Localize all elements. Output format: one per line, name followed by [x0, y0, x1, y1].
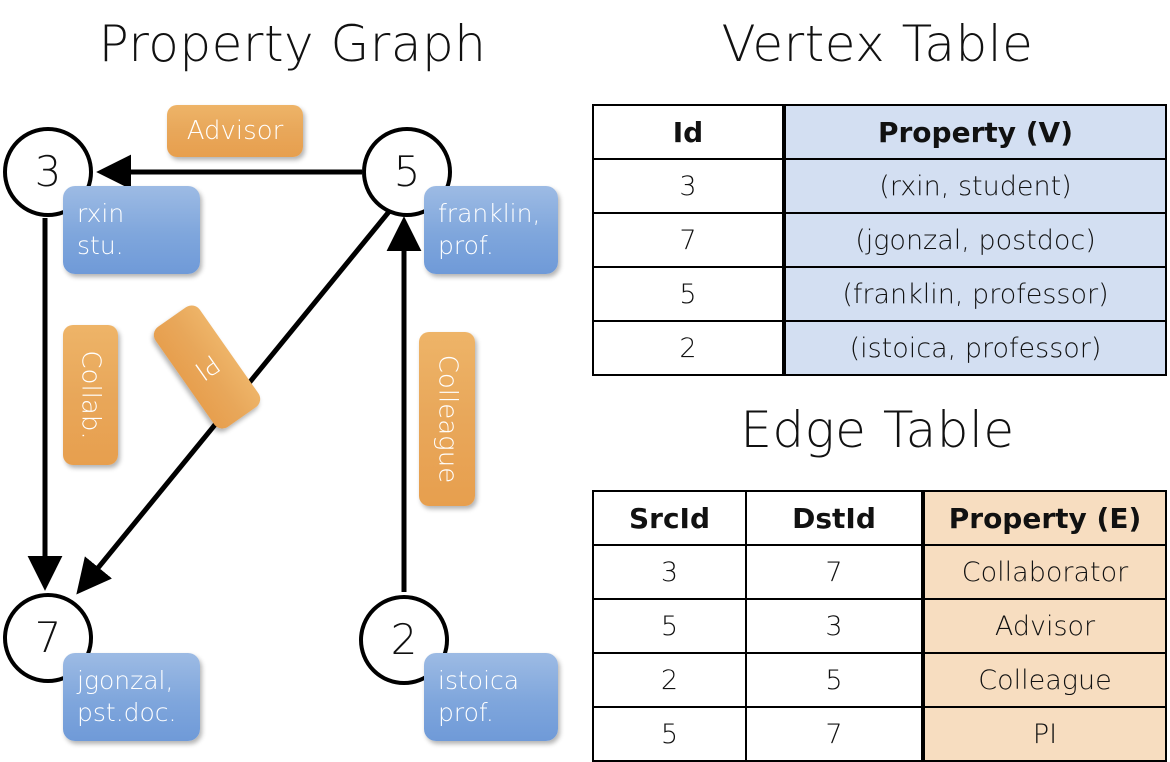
edge-table-row[interactable]: 2 5 Colleague [592, 652, 1167, 708]
edge-row-1-dst: 3 [745, 598, 924, 654]
edge-row-3-property: PI [921, 706, 1167, 762]
edge-table-row[interactable]: 5 3 Advisor [592, 598, 1167, 654]
edge-row-1-property: Advisor [921, 598, 1167, 654]
vertex-table-header-row: Id Property (V) [592, 104, 1167, 160]
edge-table-header-row: SrcId DstId Property (E) [592, 490, 1167, 546]
graph-node-5-label: 5 [393, 147, 421, 196]
vertex-table-row[interactable]: 2 (istoica, professor) [592, 320, 1167, 376]
edge-table-col-property: Property (E) [921, 490, 1167, 546]
edge-table-row[interactable]: 5 7 PI [592, 706, 1167, 762]
graph-node-3-label: 3 [34, 147, 62, 196]
vertex-property-box-2: istoica prof. [424, 653, 558, 741]
graph-node-2-label: 2 [390, 615, 418, 664]
edge-label-advisor: Advisor [167, 105, 303, 157]
edge-row-0-src: 3 [592, 544, 747, 600]
vertex-property-box-3-line2: stu. [77, 231, 124, 260]
vertex-table: Id Property (V) 3 (rxin, student) 7 (jgo… [592, 104, 1167, 376]
vertex-row-2-property: (franklin, professor) [782, 266, 1167, 322]
edge-table: SrcId DstId Property (E) 3 7 Collaborato… [592, 490, 1167, 762]
edge-table-col-srcid: SrcId [592, 490, 747, 546]
graph-node-7-label: 7 [34, 613, 62, 662]
vertex-property-box-5-line2: prof. [438, 231, 494, 260]
page-title-property-graph: Property Graph [98, 15, 487, 73]
edge-row-2-dst: 5 [745, 652, 924, 708]
vertex-row-3-id: 2 [592, 320, 785, 376]
vertex-property-box-2-line2: prof. [438, 698, 494, 727]
edge-table-row[interactable]: 3 7 Collaborator [592, 544, 1167, 600]
vertex-table-col-property: Property (V) [782, 104, 1167, 160]
vertex-row-0-property: (rxin, student) [782, 158, 1167, 214]
edge-table-col-dstid: DstId [745, 490, 924, 546]
vertex-row-1-id: 7 [592, 212, 785, 268]
vertex-property-box-3-line1: rxin [77, 199, 125, 228]
edge-row-3-src: 5 [592, 706, 747, 762]
vertex-table-row[interactable]: 3 (rxin, student) [592, 158, 1167, 214]
vertex-row-0-id: 3 [592, 158, 785, 214]
page-title-vertex-table: Vertex Table [721, 15, 1034, 73]
edge-row-3-dst: 7 [745, 706, 924, 762]
vertex-row-2-id: 5 [592, 266, 785, 322]
vertex-property-box-7-line2: pst.doc. [77, 698, 177, 727]
vertex-property-box-7-line1: jgonzal, [77, 666, 174, 695]
vertex-property-box-5-line1: franklin, [438, 199, 541, 228]
edge-row-0-dst: 7 [745, 544, 924, 600]
graph-node-5[interactable]: 5 [362, 127, 452, 217]
vertex-property-box-5: franklin, prof. [424, 186, 558, 274]
edge-row-0-property: Collaborator [921, 544, 1167, 600]
vertex-property-box-3: rxin stu. [63, 186, 200, 274]
edge-label-advisor-text: Advisor [186, 116, 284, 146]
edge-row-2-src: 2 [592, 652, 747, 708]
edge-label-collab: Collab. [63, 325, 118, 465]
edge-label-colleague-text: Colleague [432, 354, 463, 484]
edge-label-colleague: Colleague [419, 332, 475, 506]
page-title-edge-table: Edge Table [740, 401, 1015, 459]
edge-label-collab-text: Collab. [75, 350, 106, 440]
property-graph-diagram: 3 5 7 2 rxin stu. franklin, prof. jgonza… [0, 0, 585, 760]
edge-row-2-property: Colleague [921, 652, 1167, 708]
vertex-property-box-7: jgonzal, pst.doc. [63, 653, 200, 741]
edge-row-1-src: 5 [592, 598, 747, 654]
vertex-row-1-property: (jgonzal, postdoc) [782, 212, 1167, 268]
edge-label-pi-text: PI [188, 348, 226, 386]
vertex-table-col-id: Id [592, 104, 785, 160]
vertex-table-row[interactable]: 7 (jgonzal, postdoc) [592, 212, 1167, 268]
vertex-table-row[interactable]: 5 (franklin, professor) [592, 266, 1167, 322]
vertex-property-box-2-line1: istoica [438, 666, 520, 695]
vertex-row-3-property: (istoica, professor) [782, 320, 1167, 376]
graph-node-2[interactable]: 2 [359, 595, 449, 685]
